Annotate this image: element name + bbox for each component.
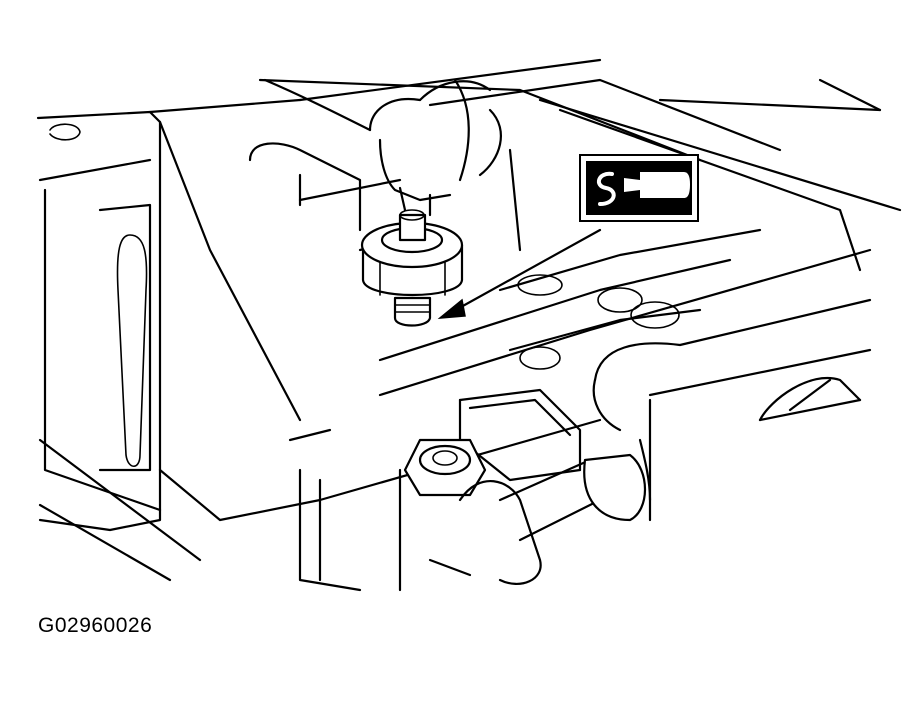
hoses	[458, 453, 647, 585]
figure-code: G02960026	[38, 614, 153, 637]
engine-bracket	[36, 98, 302, 532]
sealant-tube-icon	[579, 154, 699, 222]
lower-housing	[298, 388, 582, 592]
sealant-arrow	[437, 228, 602, 319]
cylinder-head-rail	[378, 228, 872, 397]
engine-illustration	[36, 58, 902, 592]
hex-nut	[403, 438, 487, 497]
coolant-pipe	[592, 298, 872, 522]
technician-hand	[263, 78, 502, 217]
pressure-sensor	[360, 209, 464, 327]
engine-block	[38, 58, 902, 582]
